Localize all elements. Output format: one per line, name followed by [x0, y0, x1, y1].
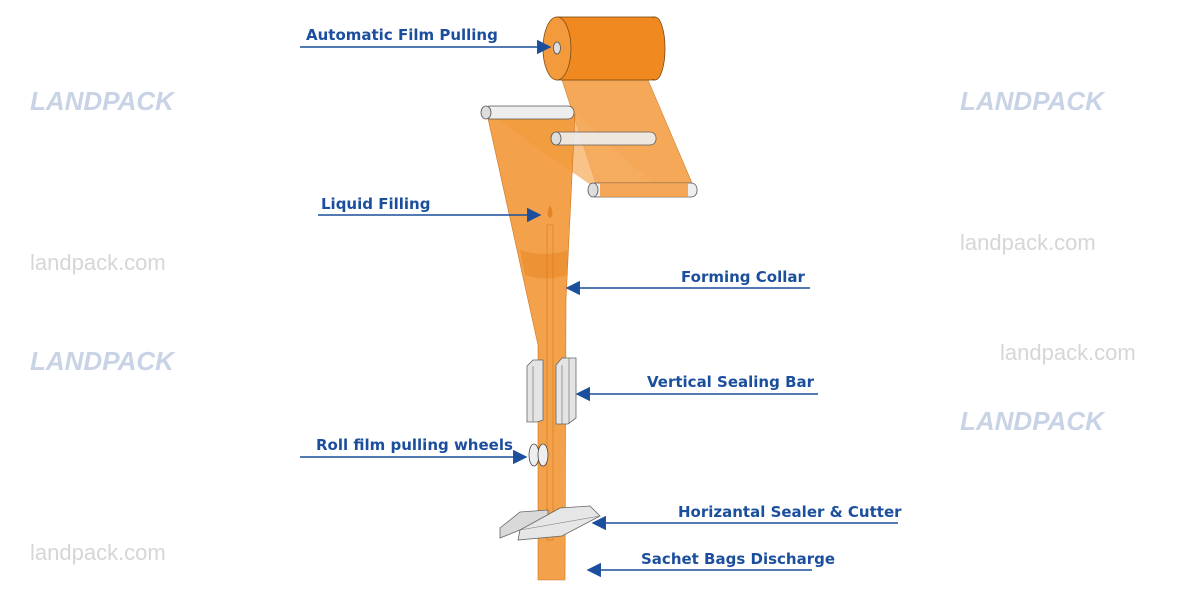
label-discharge: Sachet Bags Discharge — [641, 550, 835, 568]
roller-top — [480, 105, 575, 120]
liquid-drop-icon — [547, 205, 553, 218]
label-forming-collar: Forming Collar — [681, 268, 805, 286]
watermark-logo: LANDPACK — [960, 406, 1106, 436]
watermark-site: landpack.com — [30, 250, 166, 275]
label-film-pulling: Automatic Film Pulling — [306, 26, 498, 44]
label-vertical-sealing-bar: Vertical Sealing Bar — [647, 373, 815, 391]
film-roll — [542, 16, 666, 81]
vertical-sealing-bars — [526, 357, 577, 425]
watermark-logo: LANDPACK — [960, 86, 1106, 116]
fill-tube — [546, 224, 554, 541]
watermark-logo: LANDPACK — [30, 86, 176, 116]
pulling-wheels — [528, 443, 549, 467]
label-horizontal-sealer: Horizantal Sealer & Cutter — [678, 503, 902, 521]
label-liquid-filling: Liquid Filling — [321, 195, 430, 213]
watermark-logo: LANDPACK — [30, 346, 176, 376]
watermark-site: landpack.com — [960, 230, 1096, 255]
watermark-site: landpack.com — [30, 540, 166, 565]
watermark-site: landpack.com — [1000, 340, 1136, 365]
roller-middle — [550, 131, 657, 146]
roller-bottom — [587, 182, 698, 198]
collar-band — [520, 250, 568, 279]
watermarks: LANDPACK LANDPACK LANDPACK LANDPACK landpack… — [30, 86, 1136, 565]
label-pulling-wheels: Roll film pulling wheels — [316, 436, 513, 454]
horizontal-sealer — [499, 505, 601, 541]
